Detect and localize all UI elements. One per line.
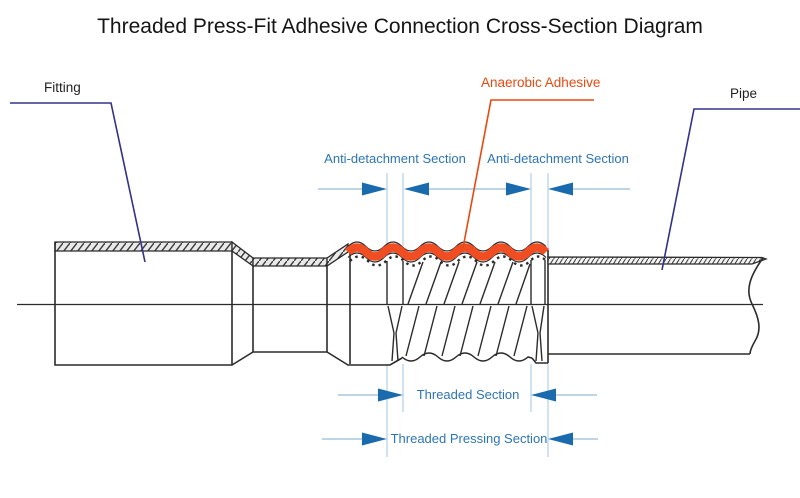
fitting-leader-line: [10, 102, 146, 263]
threaded-pressing-section-label: Threaded Pressing Section: [390, 431, 548, 446]
adhesive-band: [344, 241, 550, 267]
leader-lines: [10, 99, 800, 271]
diagram-title: Threaded Press-Fit Adhesive Connection C…: [97, 15, 703, 38]
dimension-row-threaded-section: [338, 388, 597, 402]
thread-section: [386, 260, 546, 362]
dimension-row-threaded-pressing-section: [322, 432, 598, 446]
pipe-wall-hatch: [547, 256, 768, 265]
anti-detachment-section-label-right: Anti-detachment Section: [487, 151, 629, 166]
pipe-leader-line: [661, 108, 800, 271]
pipe-break-line: [748, 257, 764, 355]
pipe-label: Pipe: [730, 86, 758, 101]
pipe-outline: [547, 256, 768, 355]
anaerobic-adhesive-label: Anaerobic Adhesive: [481, 75, 601, 90]
anti-detachment-section-label-left: Anti-detachment Section: [324, 151, 466, 166]
dimension-row-anti-detachment: [318, 182, 630, 196]
threaded-section-label: Threaded Section: [416, 387, 520, 402]
fitting-label: Fitting: [44, 80, 81, 95]
adhesive-leader-line: [462, 99, 594, 249]
fitting-outline: [54, 242, 549, 366]
